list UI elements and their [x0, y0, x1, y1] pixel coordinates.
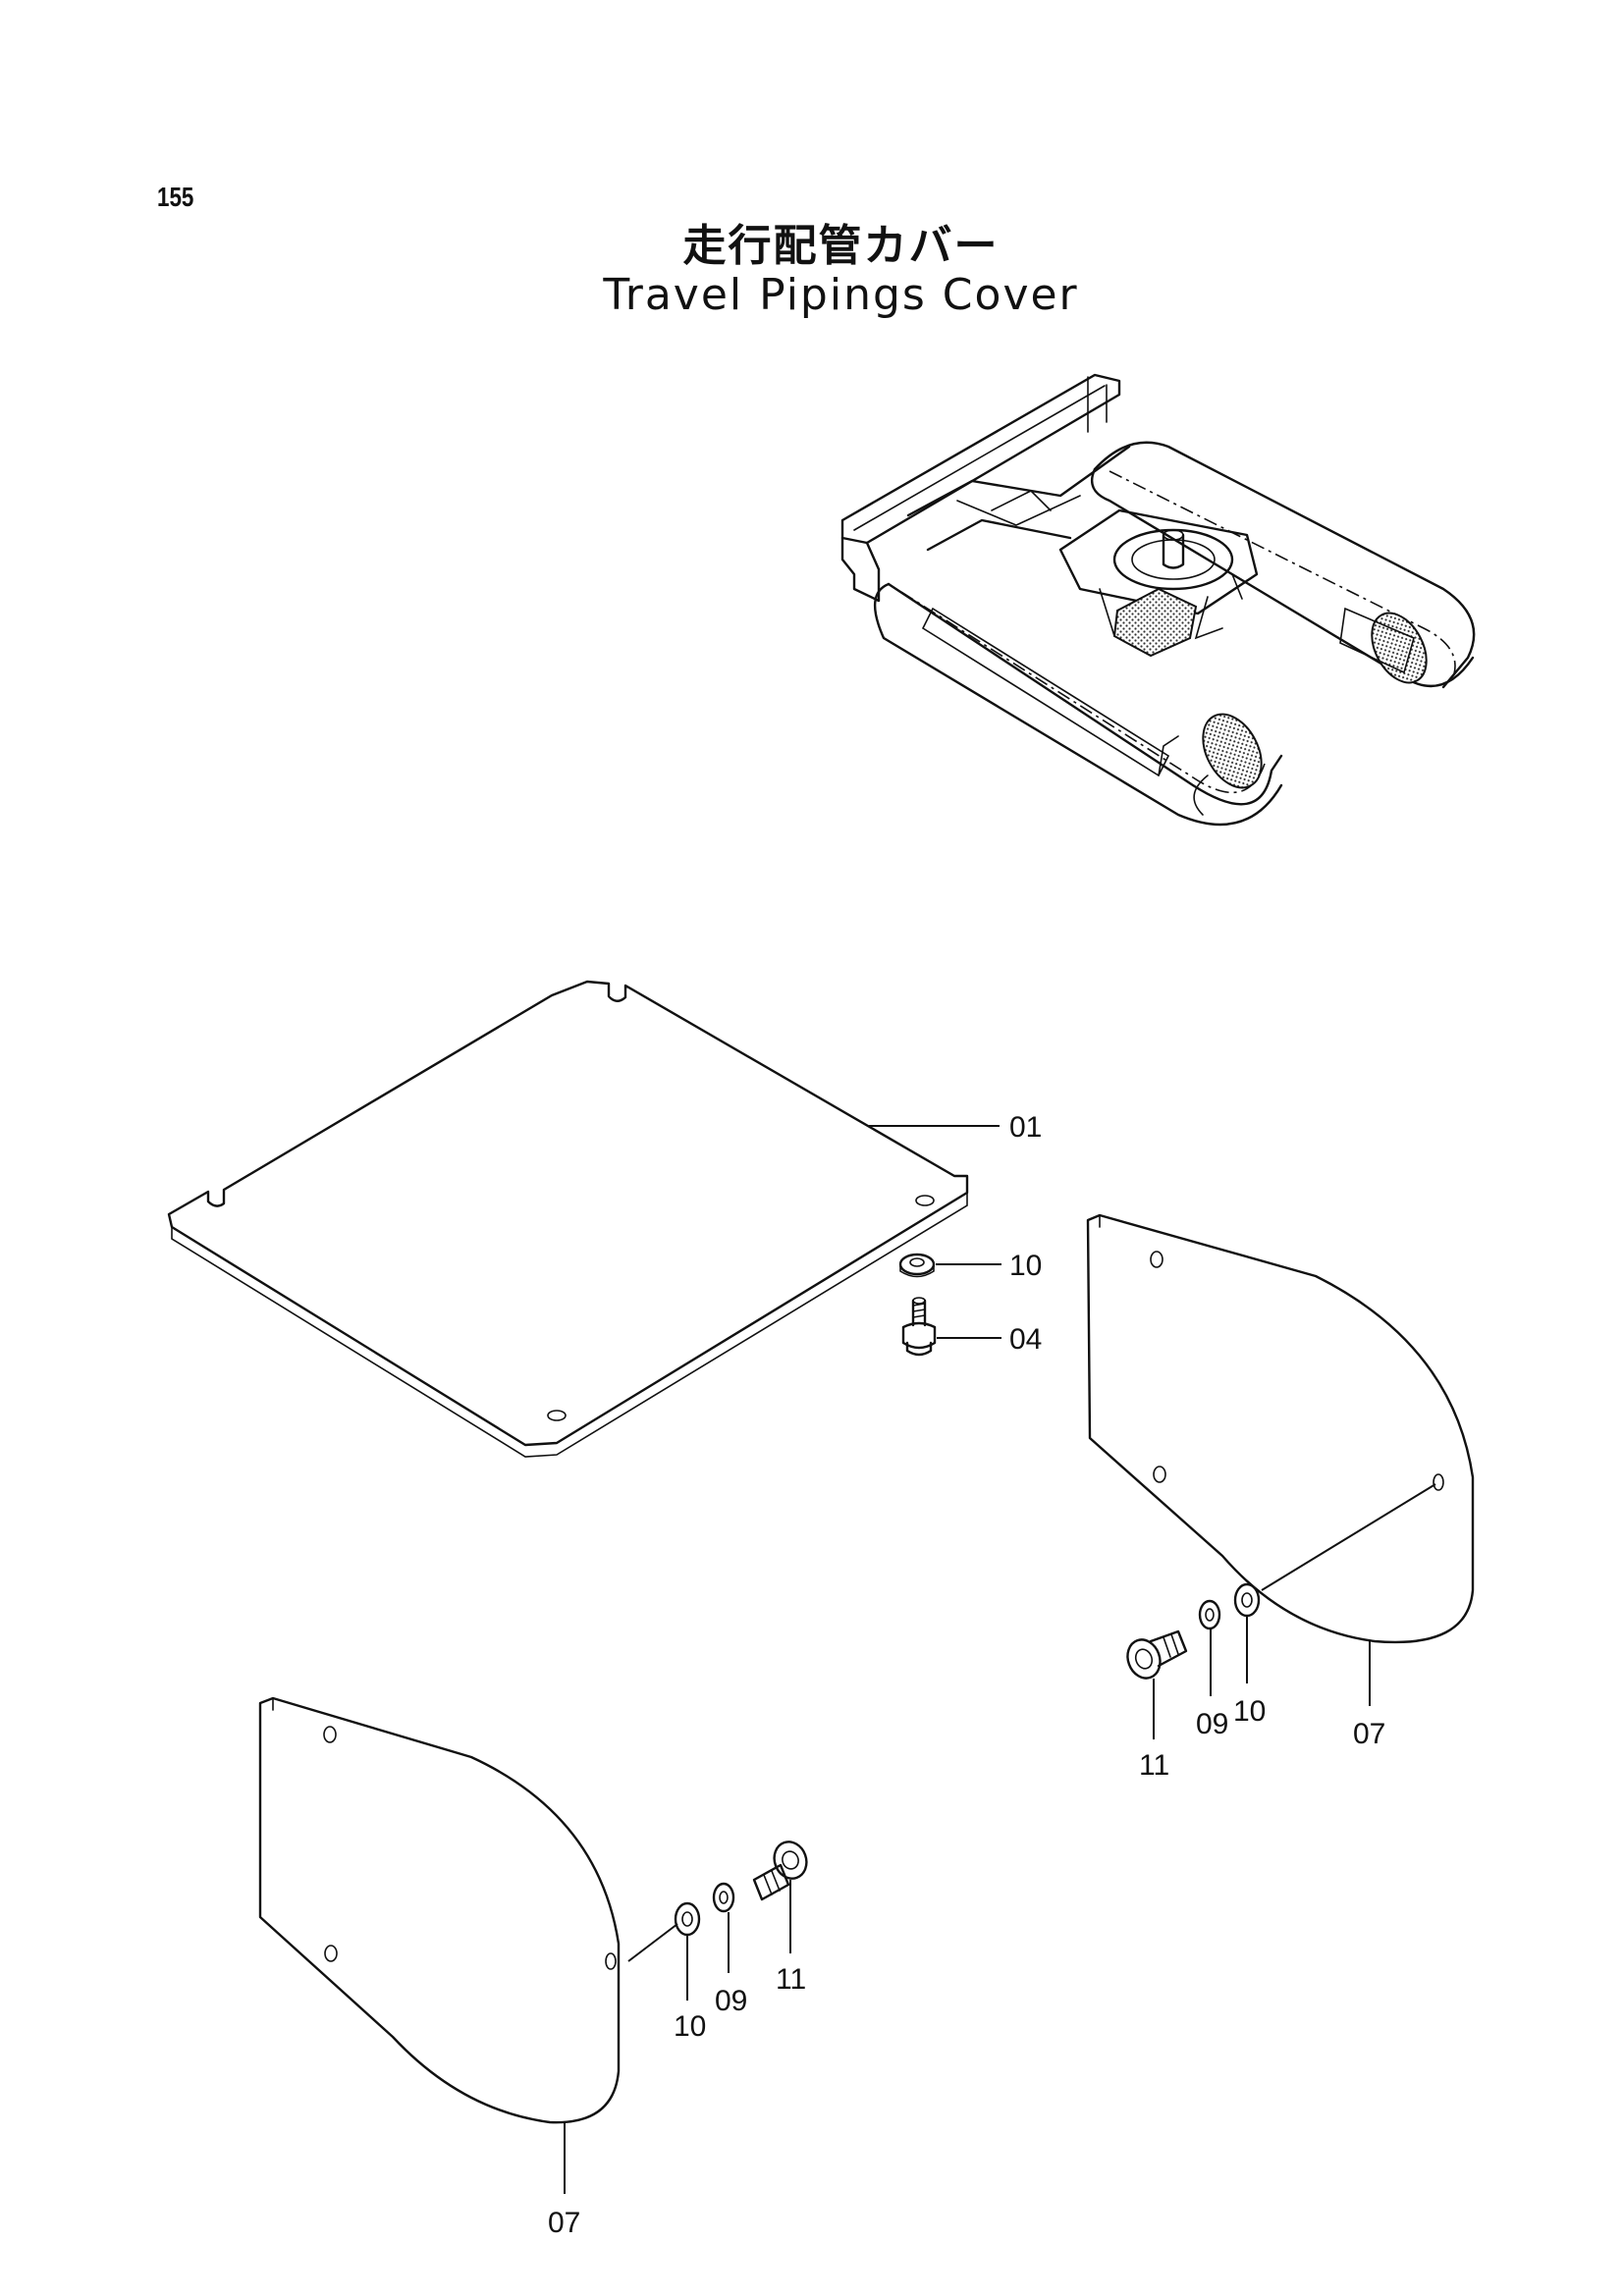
spring-washer-icon	[1198, 1599, 1221, 1630]
bolt-icon	[1126, 1629, 1188, 1680]
side-cover-icon	[258, 1696, 621, 2124]
washer-icon	[1233, 1582, 1261, 1618]
page-number: 155	[157, 182, 194, 212]
callout-11-left: 11	[776, 1963, 806, 1996]
cover-plate-icon	[167, 980, 969, 1458]
callout-09-right: 09	[1196, 1708, 1228, 1740]
callout-10-top: 10	[1009, 1250, 1042, 1282]
callout-01: 01	[1009, 1111, 1042, 1144]
page-title-japanese: 走行配管カバー	[682, 221, 1000, 271]
callout-09-left: 09	[715, 1985, 747, 2017]
side-cover-icon	[1086, 1213, 1475, 1644]
undercarriage-overview-icon	[840, 373, 1476, 827]
washer-icon	[674, 1901, 701, 1937]
callout-11-right: 11	[1139, 1749, 1169, 1782]
callout-04: 04	[1009, 1323, 1042, 1356]
callout-10-left: 10	[674, 2010, 706, 2043]
callout-07-left: 07	[548, 2207, 580, 2239]
callout-10-right: 10	[1233, 1695, 1266, 1728]
callout-labels: 01 10 04 07 11 09 10 07 10 09 11	[548, 1111, 1385, 2239]
washer-icon	[898, 1253, 936, 1278]
bolt-icon	[752, 1841, 808, 1901]
page-title-english: Travel Pipings Cover	[603, 270, 1079, 320]
spring-washer-icon	[712, 1882, 735, 1913]
bolt-icon	[901, 1297, 937, 1357]
callout-07-right: 07	[1353, 1718, 1385, 1750]
